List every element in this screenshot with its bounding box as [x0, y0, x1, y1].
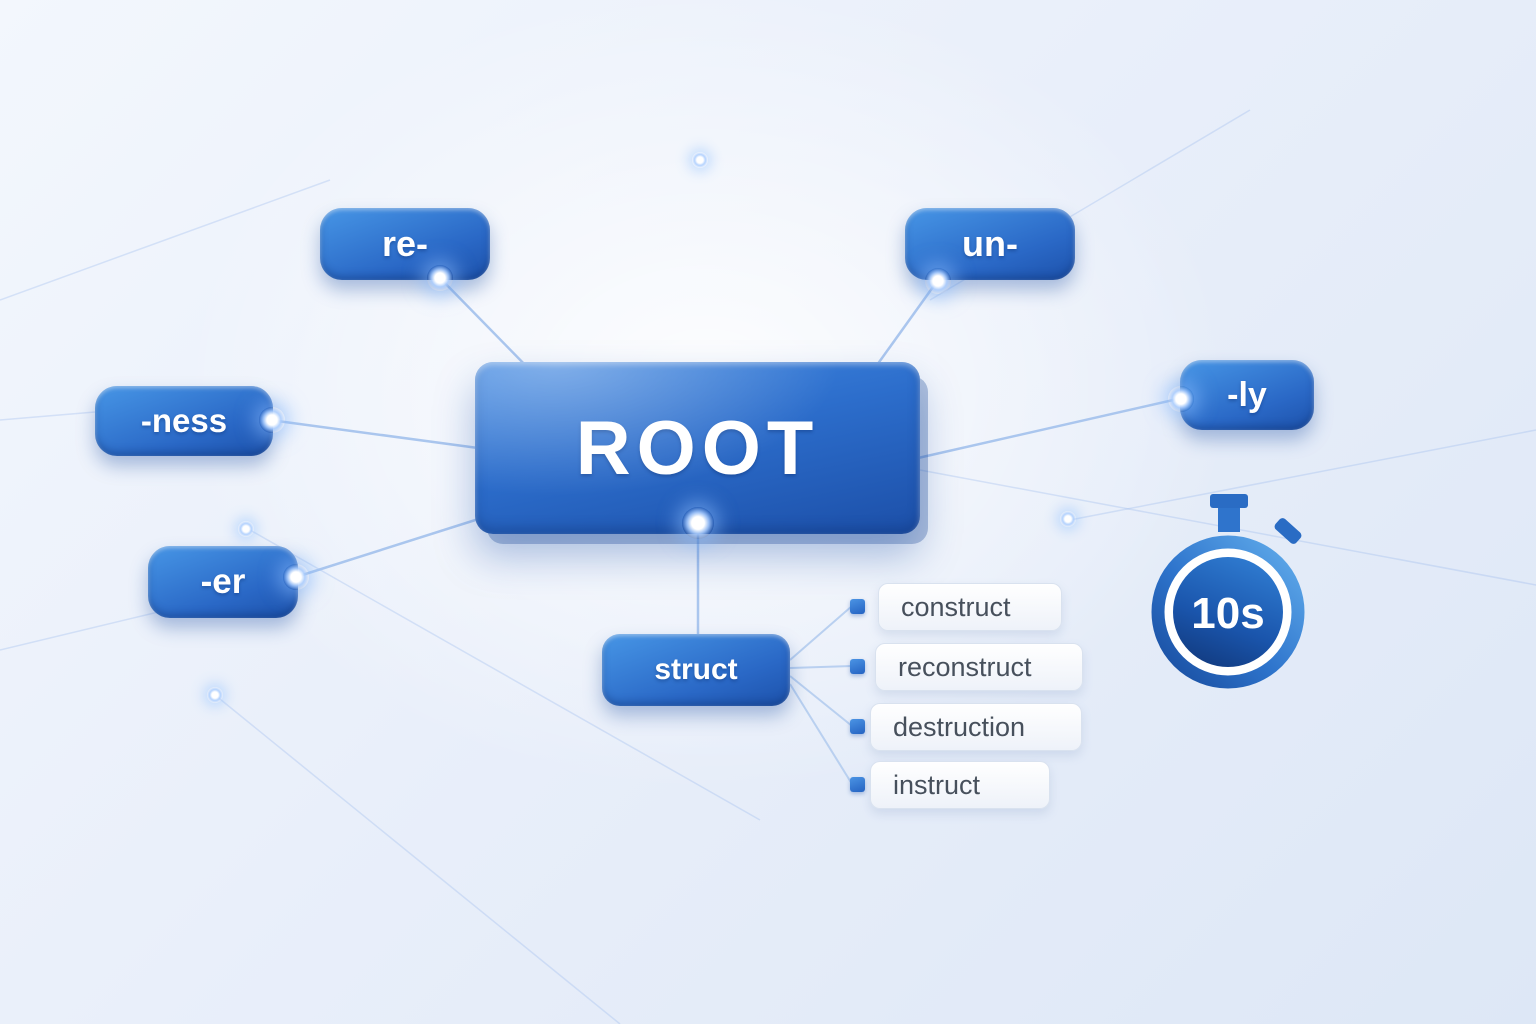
- derived-word-instruct[interactable]: instruct: [870, 761, 1050, 809]
- affix-node-re[interactable]: re-: [320, 208, 490, 280]
- affix-node-er[interactable]: -er: [148, 546, 298, 618]
- stopwatch-side-button: [1274, 518, 1302, 544]
- derived-word-destruction[interactable]: destruction: [870, 703, 1082, 751]
- timer-value: 10s: [1191, 589, 1264, 638]
- word-connector-tick: [850, 659, 865, 674]
- affix-node-un[interactable]: un-: [905, 208, 1075, 280]
- stopwatch-face: [1173, 557, 1283, 667]
- struct-branches: [789, 605, 853, 785]
- root-node[interactable]: ROOT: [475, 362, 920, 534]
- word-connector-tick: [850, 777, 865, 792]
- glow-dot: [692, 152, 708, 168]
- affix-node-struct[interactable]: struct: [602, 634, 790, 706]
- timer-stopwatch: 10s: [1151, 494, 1305, 689]
- word-connector-tick: [850, 719, 865, 734]
- stopwatch-crown-stem: [1218, 508, 1240, 532]
- affix-node-ness[interactable]: -ness: [95, 386, 273, 456]
- glow-dot: [1060, 511, 1076, 527]
- glow-dot: [238, 521, 254, 537]
- stopwatch-crown-cap: [1210, 494, 1248, 508]
- derived-word-reconstruct[interactable]: reconstruct: [875, 643, 1083, 691]
- affix-node-ly[interactable]: -ly: [1180, 360, 1314, 430]
- glow-dot: [207, 687, 223, 703]
- derived-word-construct[interactable]: construct: [878, 583, 1062, 631]
- word-connector-tick: [850, 599, 865, 614]
